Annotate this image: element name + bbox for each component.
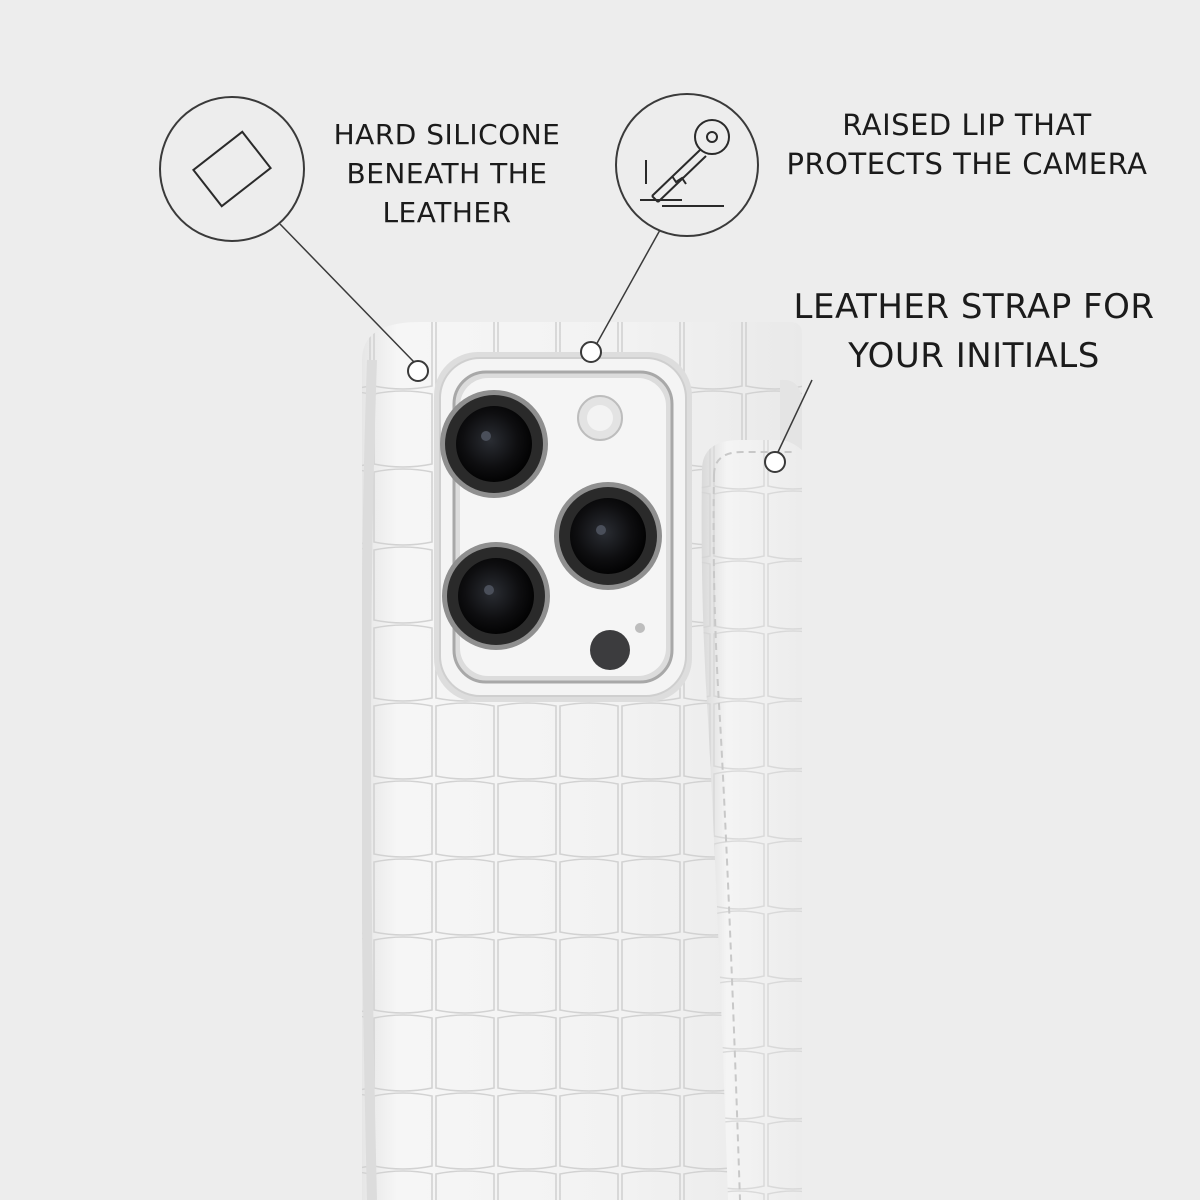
camera-module	[434, 352, 692, 702]
callout-line: LEATHER STRAP FOR	[793, 287, 1155, 327]
callout-leather-strap: LEATHER STRAP FOR YOUR INITIALS	[754, 283, 1194, 381]
callout-line: YOUR INITIALS	[848, 336, 1100, 376]
leather-strap	[701, 379, 802, 1200]
camera-lens	[440, 390, 548, 498]
camera-lens	[554, 482, 662, 590]
key-icon	[640, 119, 730, 207]
camera-lip-feature-icon-circle	[615, 93, 759, 237]
silicone-feature-icon-circle	[159, 96, 305, 242]
rectangle-outline-icon	[192, 130, 272, 208]
callout-line: BENEATH THE	[346, 157, 548, 190]
callout-raised-lip: RAISED LIP THAT PROTECTS THE CAMERA	[752, 106, 1182, 184]
microphone	[635, 623, 645, 633]
camera-lens	[442, 542, 550, 650]
camera-flash	[577, 395, 623, 441]
callout-line: PROTECTS THE CAMERA	[786, 147, 1148, 181]
anchor-dots	[407, 341, 786, 473]
callout-line: LEATHER	[382, 196, 512, 229]
callout-line: HARD SILICONE	[333, 118, 561, 151]
callout-hard-silicone: HARD SILICONE BENEATH THE LEATHER	[318, 115, 576, 232]
callout-line: RAISED LIP THAT	[842, 108, 1092, 142]
leader-lines	[279, 223, 813, 453]
lidar-sensor	[590, 630, 630, 670]
